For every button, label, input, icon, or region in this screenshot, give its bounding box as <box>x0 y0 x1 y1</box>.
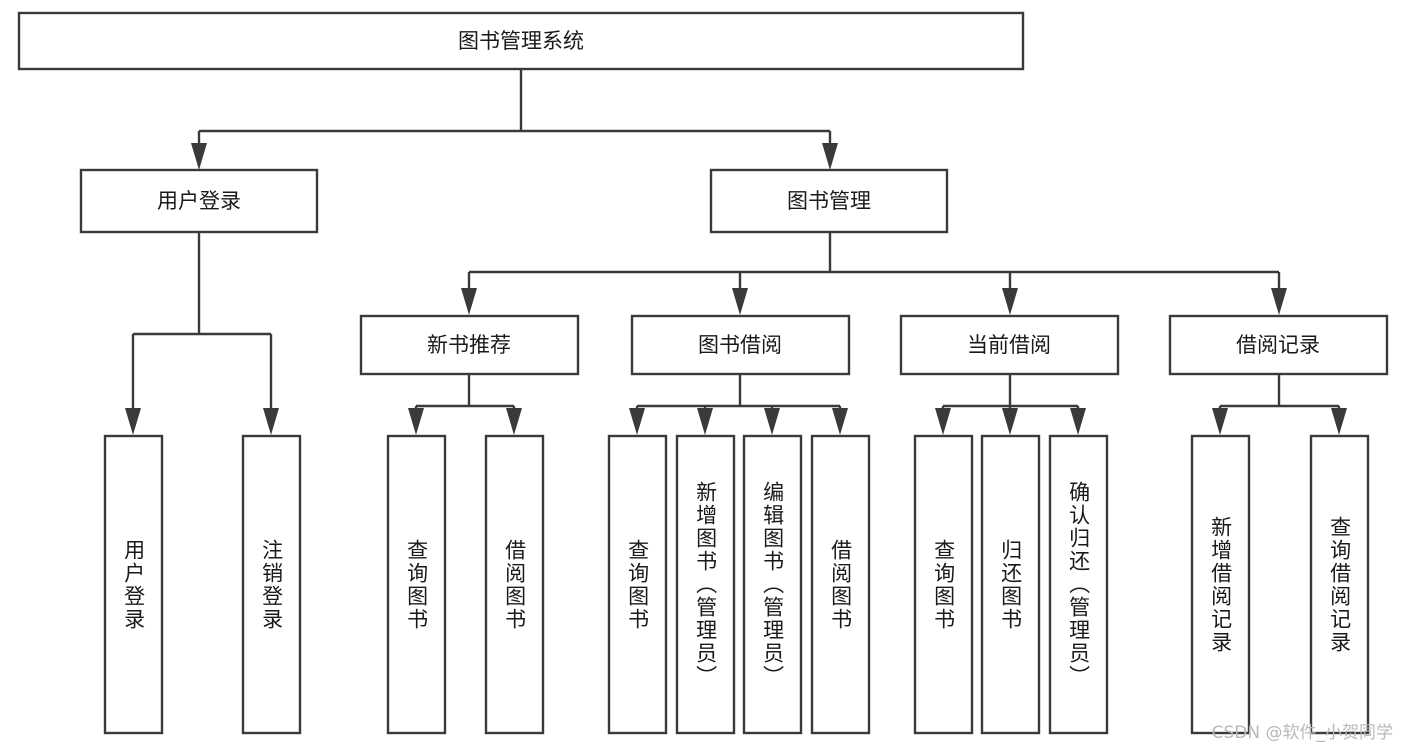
edge-group-book-mgmt-to-level3 <box>461 232 1287 315</box>
edge-group-borrow-record-to-leaves <box>1212 374 1347 435</box>
edge-group-root-to-level2 <box>191 69 838 170</box>
node-root[interactable]: 图书管理系统 <box>17 11 1025 71</box>
node-current-borrow-rect[interactable] <box>899 314 1120 376</box>
arrow-to-leaf-logout <box>263 408 279 435</box>
node-book-management-rect[interactable] <box>709 168 949 234</box>
leaf-rect-cb-1[interactable] <box>913 434 974 735</box>
arrow-to-leaf-nbr-1 <box>408 408 424 435</box>
arrow-to-book-borrow <box>732 288 748 315</box>
node-root-label: 图书管理系统 <box>458 29 584 53</box>
node-current-borrow-label: 当前借阅 <box>967 333 1051 357</box>
watermark-text: CSDN @软件_小贺同学 <box>1211 723 1393 743</box>
node-book-management[interactable]: 图书管理 <box>709 168 949 234</box>
arrow-to-leaf-cb-3 <box>1070 408 1086 435</box>
arrow-to-new-book-recommend <box>461 288 477 315</box>
node-book-borrow-label: 图书借阅 <box>698 333 782 357</box>
edge-group-current-borrow-to-leaves <box>935 374 1086 435</box>
node-book-borrow-rect[interactable] <box>630 314 851 376</box>
leaf-rect-bb-2[interactable] <box>675 434 736 735</box>
node-user-login[interactable]: 用户登录 <box>79 168 319 234</box>
edge-group-book-borrow-to-leaves <box>629 374 848 435</box>
arrow-to-leaf-bb-3 <box>764 408 780 435</box>
arrow-to-leaf-cb-1 <box>935 408 951 435</box>
node-new-book-recommend-label: 新书推荐 <box>427 333 511 357</box>
arrow-to-current-borrow <box>1002 288 1018 315</box>
arrow-to-leaf-bb-1 <box>629 408 645 435</box>
leaf-rect-nbr-1[interactable] <box>386 434 447 735</box>
node-borrow-record[interactable]: 借阅记录 <box>1168 314 1389 376</box>
leaf-rect-cb-2[interactable] <box>980 434 1041 735</box>
node-user-login-label: 用户登录 <box>157 189 241 213</box>
arrow-to-leaf-user-login <box>125 408 141 435</box>
arrow-to-leaf-br-1 <box>1212 408 1228 435</box>
arrow-to-leaf-cb-2 <box>1002 408 1018 435</box>
node-new-book-recommend-rect[interactable] <box>359 314 580 376</box>
node-book-management-label: 图书管理 <box>787 189 871 213</box>
node-new-book-recommend[interactable]: 新书推荐 <box>359 314 580 376</box>
edge-group-user-login-to-leaves <box>125 232 279 435</box>
node-root-rect[interactable] <box>17 11 1025 71</box>
arrow-to-leaf-bb-4 <box>832 408 848 435</box>
leaf-rect-bb-1[interactable] <box>607 434 668 735</box>
leaf-rect-user-login-1[interactable] <box>103 434 164 735</box>
node-borrow-record-label: 借阅记录 <box>1236 333 1320 357</box>
arrow-to-leaf-nbr-2 <box>506 408 522 435</box>
arrow-to-leaf-br-2 <box>1331 408 1347 435</box>
leaf-rect-bb-4[interactable] <box>810 434 871 735</box>
leaf-rect-cb-3[interactable] <box>1048 434 1109 735</box>
node-user-login-rect[interactable] <box>79 168 319 234</box>
leaf-rect-user-login-2[interactable] <box>241 434 302 735</box>
node-borrow-record-rect[interactable] <box>1168 314 1389 376</box>
arrow-to-borrow-record <box>1271 288 1287 315</box>
leaf-rect-bb-3[interactable] <box>742 434 803 735</box>
node-book-borrow[interactable]: 图书借阅 <box>630 314 851 376</box>
leaf-rect-br-2[interactable] <box>1309 434 1370 735</box>
arrow-to-leaf-bb-2 <box>697 408 713 435</box>
arrow-to-user-login <box>191 143 207 170</box>
leaf-rect-nbr-2[interactable] <box>484 434 545 735</box>
edge-group-new-book-recommend-to-leaves <box>408 374 522 435</box>
node-current-borrow[interactable]: 当前借阅 <box>899 314 1120 376</box>
leaf-rect-br-1[interactable] <box>1190 434 1251 735</box>
arrow-to-book-mgmt <box>822 143 838 170</box>
